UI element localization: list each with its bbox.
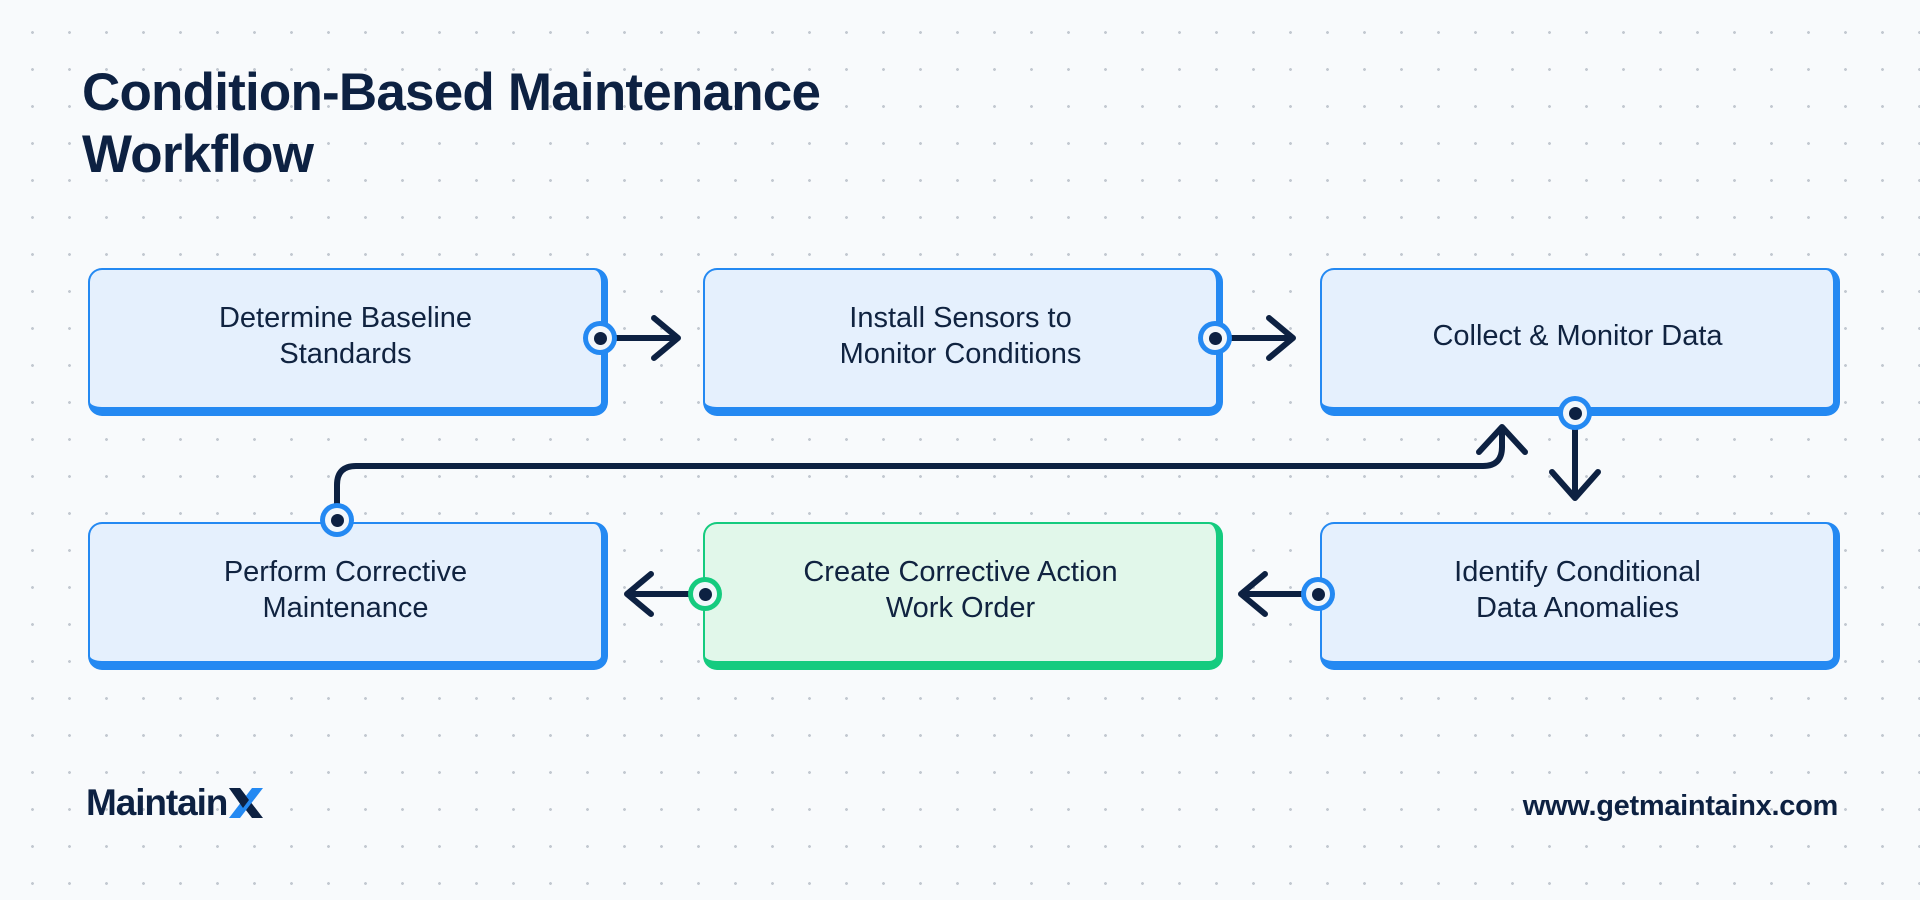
node-label: Collect & Monitor Data <box>1432 319 1723 352</box>
node-label: Install Sensors to Monitor Conditions <box>839 302 1082 370</box>
website-url: www.getmaintainx.com <box>1522 790 1839 822</box>
maintainx-logo: Maintain <box>86 782 264 824</box>
dot-core <box>330 513 344 527</box>
wire-maintenance-feedback-loop <box>334 424 1528 523</box>
node-identify-anomalies[interactable]: Identify Conditional Data Anomalies <box>1320 522 1840 670</box>
node-label: Create Corrective Action Work Order <box>803 556 1118 624</box>
dot-core <box>1311 587 1325 601</box>
dot-ring <box>588 326 612 350</box>
connector-dot-anomalies-to-workorder[interactable] <box>1301 577 1335 611</box>
node-label: Determine Baseline Standards <box>218 302 473 370</box>
connector-dot-collect-to-anomalies[interactable] <box>1558 396 1592 430</box>
logo-wordmark: Maintain <box>86 782 228 823</box>
node-perform-maintenance[interactable]: Perform Corrective Maintenance <box>88 522 608 670</box>
logo-x-icon <box>229 786 264 820</box>
dot-ring <box>1563 401 1587 425</box>
connector-dot-maintenance-feedback[interactable] <box>320 503 354 537</box>
connector-dot-baseline-to-sensors[interactable] <box>583 321 617 355</box>
page-title: Condition-Based Maintenance Workflow <box>82 63 821 184</box>
node-collect-monitor-data[interactable]: Collect & Monitor Data <box>1320 268 1840 416</box>
node-label: Perform Corrective Maintenance <box>223 556 468 624</box>
node-determine-baseline-standards[interactable]: Determine Baseline Standards <box>88 268 608 416</box>
wire-collect-to-anomalies <box>1549 418 1601 501</box>
dot-ring <box>325 508 349 532</box>
dot-ring <box>693 582 717 606</box>
dot-ring <box>1203 326 1227 350</box>
dot-core <box>593 331 607 345</box>
dot-core <box>698 587 712 601</box>
node-label: Identify Conditional Data Anomalies <box>1454 556 1701 624</box>
node-create-work-order[interactable]: Create Corrective Action Work Order <box>703 522 1223 670</box>
node-install-sensors[interactable]: Install Sensors to Monitor Conditions <box>703 268 1223 416</box>
connector-dot-workorder-to-maintenance[interactable] <box>688 577 722 611</box>
dot-ring <box>1306 582 1330 606</box>
connector-dot-sensors-to-collect[interactable] <box>1198 321 1232 355</box>
dot-core <box>1568 406 1582 420</box>
dot-core <box>1208 331 1222 345</box>
